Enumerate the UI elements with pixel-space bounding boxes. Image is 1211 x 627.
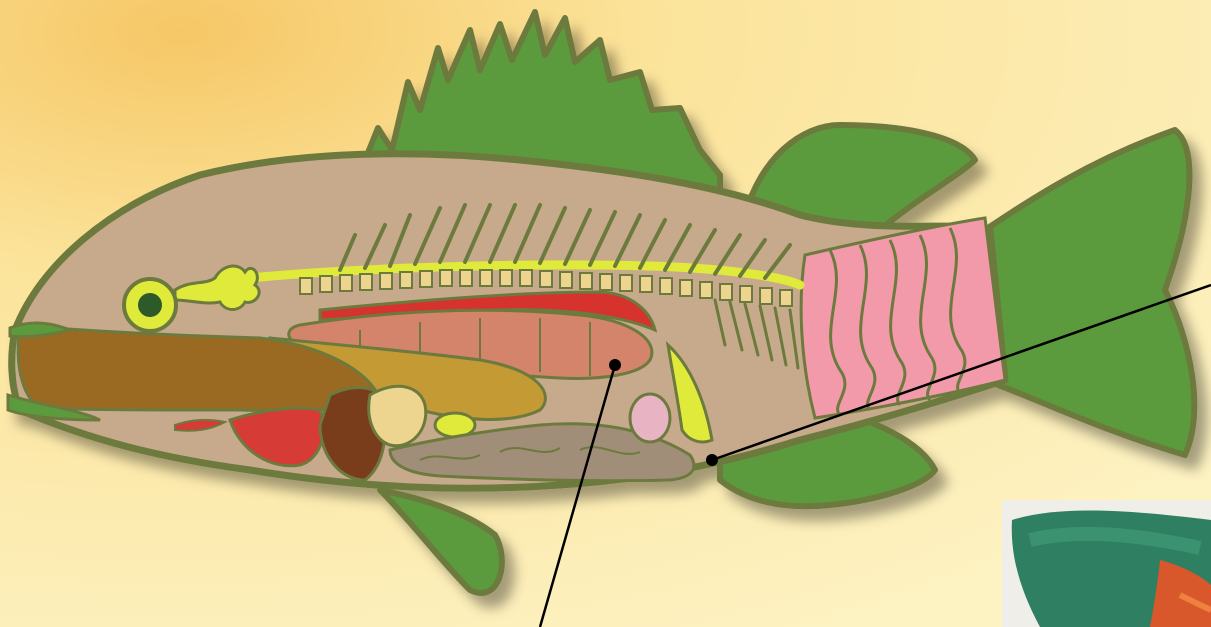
gonad [630, 394, 670, 442]
leader-dot-vent [706, 454, 718, 466]
stomach [369, 386, 426, 445]
eye-pupil [138, 293, 162, 317]
inset-photo [1002, 500, 1211, 627]
leader-dot-swim-bladder [609, 359, 621, 371]
